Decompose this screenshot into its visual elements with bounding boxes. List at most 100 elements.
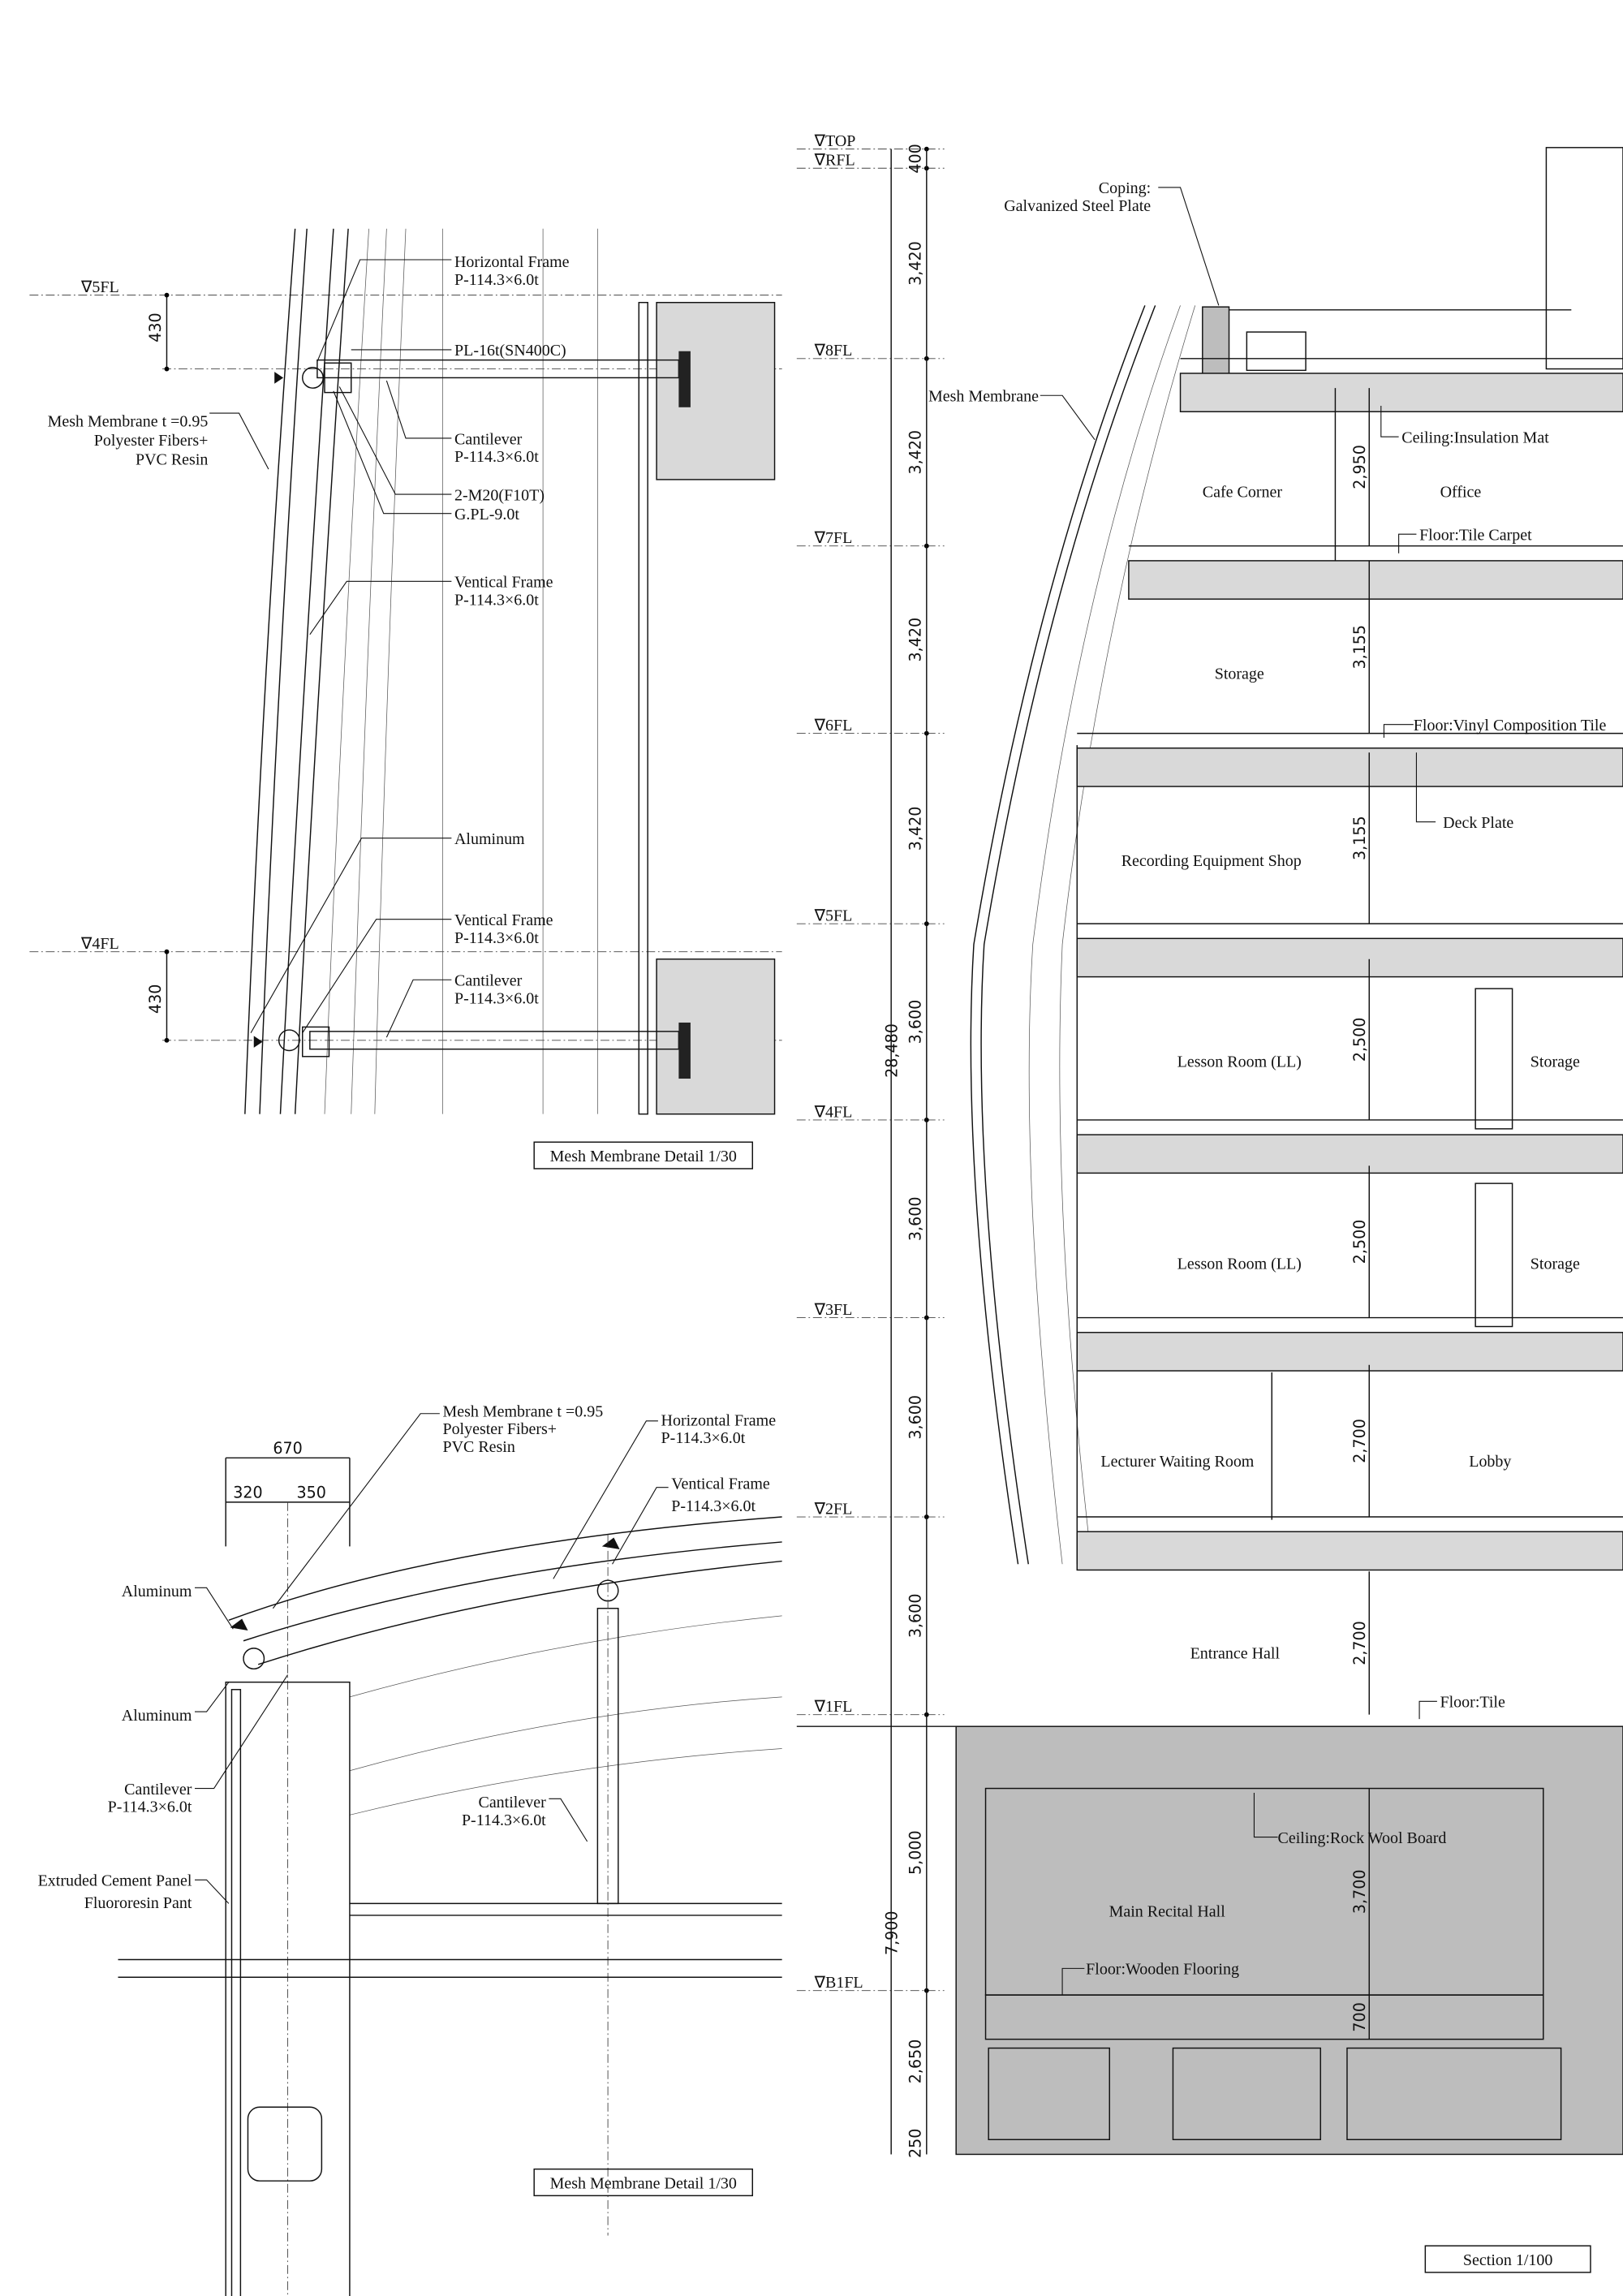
level-label: ∇6FL [814, 717, 853, 734]
horizontal-frame-pipe [278, 1029, 300, 1052]
detail-title: Mesh Membrane Detail 1/30 [550, 1148, 737, 1165]
dim-ceiling-height: 3,155 [1350, 816, 1369, 860]
note-mesh-membrane: Mesh Membrane [928, 388, 1039, 406]
dim-floor-height: 5,000 [906, 1830, 925, 1875]
svg-text:Mesh Membrane t =0.95: Mesh Membrane t =0.95 [442, 1402, 603, 1420]
dim-350: 350 [296, 1483, 325, 1501]
floor-slab [1076, 1134, 1623, 1174]
floor-slab [1128, 560, 1623, 600]
level-4fl: ∇4FL [80, 935, 119, 953]
label-aluminum: Aluminum [454, 830, 525, 848]
room-storage: Storage [1530, 1053, 1580, 1071]
level-label: ∇4FL [814, 1103, 853, 1121]
base-plate [302, 1026, 330, 1058]
label-mesh-membrane: Mesh Membrane t =0.95 Polyester Fibers+ … [442, 1402, 603, 1456]
dim-670: 670 [273, 1439, 302, 1458]
room-main-recital-hall: Main Recital Hall [1109, 1903, 1226, 1921]
floor-slab [1076, 1531, 1623, 1571]
floor-slab [656, 301, 776, 480]
svg-text:Cantilever: Cantilever [454, 972, 523, 990]
svg-text:Coping:: Coping: [1099, 179, 1151, 197]
dim-floor-height: 250 [906, 2129, 925, 2158]
note-floor-tile: Floor:Tile [1440, 1694, 1505, 1712]
svg-text:Cantilever: Cantilever [124, 1781, 192, 1798]
mesh-membrane-detail-lower: 670 320 350 Mesh Membrane t =0.95 Polyes… [38, 1402, 782, 2296]
dim-430: 430 [146, 312, 165, 342]
room-lecturer-waiting-room: Lecturer Waiting Room [1100, 1453, 1254, 1471]
svg-text:P-114.3×6.0t: P-114.3×6.0t [454, 448, 539, 466]
level-label: ∇7FL [814, 529, 853, 547]
level-label: ∇8FL [814, 342, 853, 360]
floor-slab [656, 958, 776, 1115]
dim-floor-height: 3,600 [906, 1594, 925, 1639]
room-storage: Storage [1215, 665, 1264, 683]
title-box [533, 1141, 754, 1170]
dim-ceiling-height: 700 [1350, 2002, 1369, 2031]
label-aluminum: Aluminum [122, 1707, 192, 1725]
floor-slab [1076, 1332, 1623, 1372]
floor-slab [1179, 373, 1623, 412]
building-section: ∇TOP∇RFL∇8FL∇7FL∇6FL∇5FL∇4FL∇3FL∇2FL∇1FL… [796, 132, 1623, 2273]
section-title: Section 1/100 [1463, 2251, 1552, 2269]
svg-text:PVC Resin: PVC Resin [136, 451, 208, 469]
level-label: ∇5FL [814, 907, 853, 925]
note-floor-tile-carpet: Floor:Tile Carpet [1419, 526, 1532, 544]
svg-text:Polyester Fibers+: Polyester Fibers+ [442, 1420, 557, 1438]
label-pl-16t: PL-16t(SN400C) [454, 342, 566, 360]
dim-floor-height: 3,420 [906, 618, 925, 662]
vertical-frame [279, 228, 334, 1114]
dim-floor-height: 3,600 [906, 1000, 925, 1045]
floor-slab [1076, 747, 1623, 787]
dim-total-above: 28,480 [882, 1023, 901, 1078]
dim-floor-height: 3,420 [906, 241, 925, 286]
recital-hall-floor [984, 1994, 1544, 2040]
title-box [533, 2168, 754, 2197]
label-aluminum: Aluminum [122, 1583, 192, 1600]
svg-text:Ventical Frame: Ventical Frame [671, 1475, 770, 1493]
room-office: Office [1440, 484, 1482, 502]
level-label: ∇1FL [814, 1698, 853, 1716]
svg-text:P-114.3×6.0t: P-114.3×6.0t [454, 271, 539, 289]
svg-text:P-114.3×6.0t: P-114.3×6.0t [454, 591, 539, 609]
svg-text:P-114.3×6.0t: P-114.3×6.0t [462, 1811, 546, 1829]
column-opening [247, 2106, 323, 2182]
svg-text:Polyester Fibers+: Polyester Fibers+ [94, 432, 209, 450]
mesh-membrane-detail-upper: ∇5FL ∇4FL 430 430 Horizontal FrameP-114.… [29, 228, 782, 1170]
dim-ceiling-height: 3,700 [1350, 1870, 1369, 1915]
horizontal-frame [257, 1560, 782, 1665]
aluminum-clamp [230, 1537, 620, 1631]
svg-text:Horizontal Frame: Horizontal Frame [454, 253, 570, 271]
dim-floor-height: 3,600 [906, 1395, 925, 1440]
svg-text:Cantilever: Cantilever [478, 1794, 546, 1811]
svg-text:Mesh Membrane t =0.95: Mesh Membrane t =0.95 [48, 412, 209, 430]
label-bolts: 2-M20(F10T) [454, 486, 545, 504]
title-box [1424, 2245, 1591, 2273]
dim-ceiling-height: 2,700 [1350, 1621, 1369, 1665]
dim-floor-height: 400 [906, 144, 925, 173]
mesh-membrane [228, 1516, 782, 1621]
dim-floor-height: 3,420 [906, 807, 925, 851]
dim-ceiling-height: 2,500 [1350, 1018, 1369, 1062]
note-ceiling-rockwool: Ceiling:Rock Wool Board [1278, 1829, 1447, 1847]
aluminum-clamp [253, 372, 284, 1048]
dim-ceiling-height: 2,950 [1350, 445, 1369, 489]
note-ceiling-insulation: Ceiling:Insulation Mat [1401, 429, 1549, 446]
label-mesh-membrane: Mesh Membrane t =0.95 Polyester Fibers+ … [48, 412, 209, 468]
room-recording-equipment-shop: Recording Equipment Shop [1121, 852, 1302, 870]
svg-text:Fluororesin Pant: Fluororesin Pant [84, 1894, 192, 1912]
room-cafe-corner: Cafe Corner [1203, 484, 1283, 502]
label-gusset-plate: G.PL-9.0t [454, 506, 519, 523]
note-floor-wooden: Floor:Wooden Flooring [1086, 1961, 1239, 1979]
dim-floor-height: 3,600 [906, 1196, 925, 1241]
note-coping: Coping:Galvanized Steel Plate [1004, 179, 1151, 215]
curtain-wall-mullion [638, 301, 648, 1115]
svg-text:Ventical Frame: Ventical Frame [454, 911, 553, 929]
floor-slab [1076, 937, 1623, 978]
